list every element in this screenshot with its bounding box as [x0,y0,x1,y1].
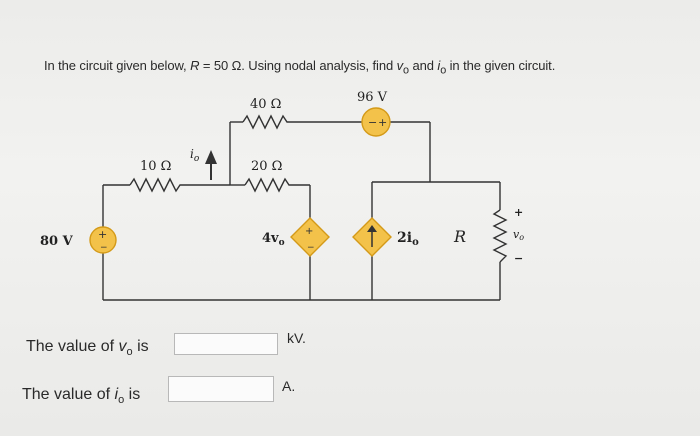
problem-statement: In the circuit given below, R = 50 Ω. Us… [44,58,555,77]
voltage-source-96v: − + [361,107,391,137]
label-dep-current: 2io [397,230,419,248]
dep-v-plus: + [305,226,313,237]
label-vo-plus: + [514,206,523,219]
label-96v: 96 V [357,90,388,105]
source-96v-plus: + [378,116,387,129]
resistor-r [492,209,508,263]
vo-unit-label: kV. [287,330,306,346]
resistor-40-ohm [242,114,291,130]
label-10-ohm: 10 Ω [140,159,171,174]
source-80v-plus: + [98,228,107,241]
circuit-wires [102,121,501,301]
label-dep-voltage: 4vo [262,231,285,248]
answer-label-io: The value of io is [22,386,141,407]
resistor-10-ohm [129,177,182,193]
dependent-current-source [352,217,392,257]
label-80v: 80 V [40,234,74,249]
answer-label-vo: The value of vo is [26,338,149,359]
dependent-voltage-source: + − [290,217,330,257]
vo-subscript: o [403,64,409,77]
arrow-up-icon [367,225,377,232]
io-variable: i [437,58,441,73]
label-io: io [190,147,200,164]
label-40-ohm: 40 Ω [250,97,281,112]
io-answer-input[interactable] [168,376,274,402]
statement-text-1: In the circuit given below, [44,58,191,73]
statement-text-3: and [408,58,438,73]
label-vo: vo [513,228,524,242]
resistor-20-ohm [244,177,292,193]
io-unit-label: A. [282,378,296,394]
source-80v-minus: − [100,243,108,253]
statement-text-2: = 50 Ω. Using nodal analysis, find [199,58,397,73]
label-vo-minus: − [514,252,523,265]
vo-variable: v [396,58,404,73]
voltage-source-80v: + − [89,226,117,254]
resistor-variable: R [190,58,200,73]
label-r: R [453,227,466,246]
source-96v-minus: − [368,116,377,129]
label-20-ohm: 20 Ω [251,159,282,174]
vo-answer-input[interactable] [174,333,278,355]
io-subscript: o [440,64,447,77]
dep-v-minus: − [307,243,315,253]
statement-text-4: in the given circuit. [446,58,556,73]
io-arrow-icon [205,150,217,180]
